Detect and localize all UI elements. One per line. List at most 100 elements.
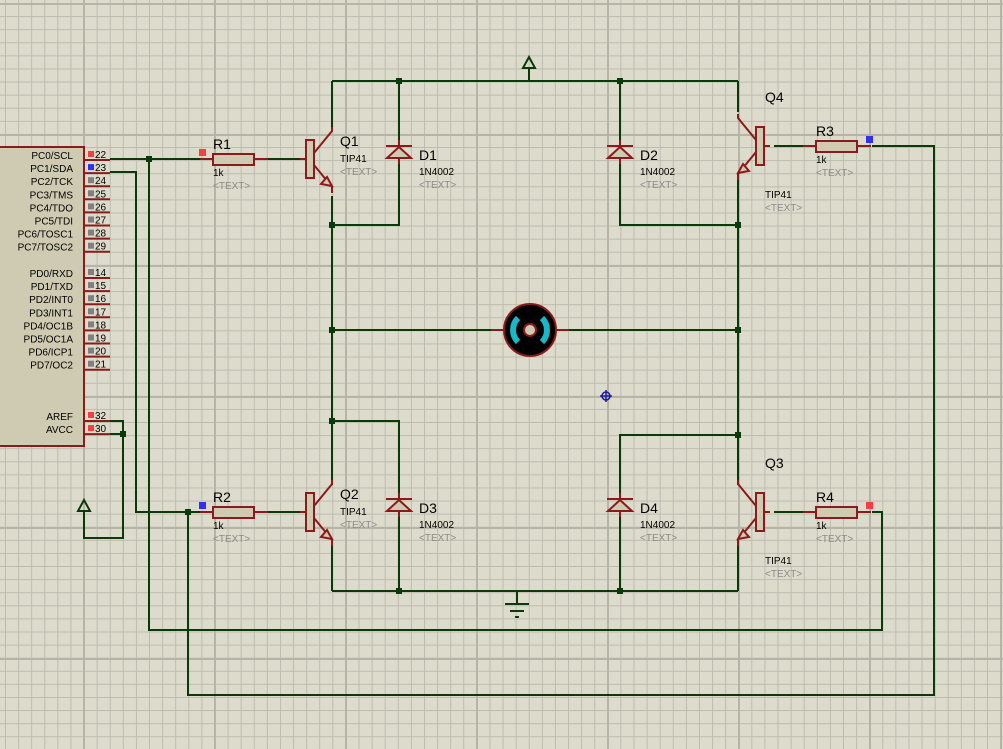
resistor-text: <TEXT> [213,534,250,545]
wire-d2-bottom [619,164,738,226]
diode-part: 1N4002 [640,520,675,531]
power-terminal-top[interactable] [521,54,537,69]
diode-text: <TEXT> [419,180,456,191]
transistor-ref: Q3 [765,455,784,471]
transistor-text: <TEXT> [765,203,802,214]
diode-part: 1N4002 [640,167,675,178]
pin-state-indicator [88,229,94,236]
resistor-ref: R1 [213,136,231,152]
pin-number: 17 [95,307,107,318]
pin-name: PC1/SDA [30,164,73,175]
pin-state-indicator [88,164,94,171]
junction-dot [185,509,191,515]
wires [83,68,935,696]
pin-number: 32 [95,411,107,422]
resistor-r3[interactable]: R3 1k <TEXT> [803,123,873,179]
transistor-part: TIP41 [765,190,792,201]
wire-aref-avcc [83,420,124,539]
junction-dot [329,327,335,333]
diode-ref: D2 [640,147,658,163]
resistor-r1[interactable]: R1 1k <TEXT> [199,136,268,192]
ground-terminal[interactable] [505,603,529,618]
pin-state-indicator [199,502,206,509]
mcu-pin-pd7-oc2[interactable]: 21 PD7/OC2 [30,360,110,372]
crosshair-icon [600,390,612,402]
pin-name: PD1/TXD [31,282,73,293]
pin-number: 28 [95,229,107,240]
emitter-arrow-icon [736,528,751,541]
mcu-pins: 22PC0/SCL23PC1/SDA24PC2/TCK25PC3/TMS26PC… [18,150,110,436]
pin-state-indicator [88,347,94,354]
junction-dot [735,432,741,438]
pin-number: 15 [95,281,107,292]
diode-ref: D4 [640,500,658,516]
wire-d4-top [619,434,738,493]
power-terminal-left[interactable] [76,497,92,512]
wire-d3-top [332,420,400,493]
dc-motor-icon[interactable] [491,303,569,357]
pin-number: 16 [95,294,107,305]
pin-state-indicator [88,151,94,157]
resistor-value: 1k [816,521,828,532]
resistor-ref: R3 [816,123,834,139]
resistor-ref: R4 [816,489,834,505]
pin-name: PD7/OC2 [30,361,73,372]
transistor-part: TIP41 [765,556,792,567]
pin-number: 24 [95,176,107,187]
pin-number: 30 [95,424,107,435]
emitter-arrow-icon [736,162,751,175]
mcu-pin-pd1-txd[interactable]: 15 PD1/TXD [31,281,110,293]
transistor-part: TIP41 [340,507,367,518]
pin-state-indicator [88,412,94,418]
pin-name: PC5/TDI [35,217,73,228]
pin-number: 18 [95,320,107,331]
wire-r2-r3 [187,145,935,696]
diode-part: 1N4002 [419,520,454,531]
pin-name: PD4/OC1B [24,321,74,332]
resistor-value: 1k [213,168,225,179]
resistor-text: <TEXT> [213,181,250,192]
pin-number: 19 [95,334,107,345]
junction-dot [329,418,335,424]
pin-state-indicator [866,136,873,143]
mcu-pin-pd4-oc1b[interactable]: 18 PD4/OC1B [24,320,110,332]
pin-state-indicator [88,177,94,184]
microcontroller[interactable] [0,146,85,447]
transistor-part: TIP41 [340,154,367,165]
resistor-value: 1k [816,155,828,166]
pin-number: 21 [95,360,107,371]
pin-state-indicator [88,190,94,197]
junction-dot [617,78,623,84]
emitter-arrow-icon [319,528,334,541]
resistor-text: <TEXT> [816,168,853,179]
transistor-text: <TEXT> [765,569,802,580]
pin-state-indicator [88,360,94,367]
junction-dot [396,588,402,594]
